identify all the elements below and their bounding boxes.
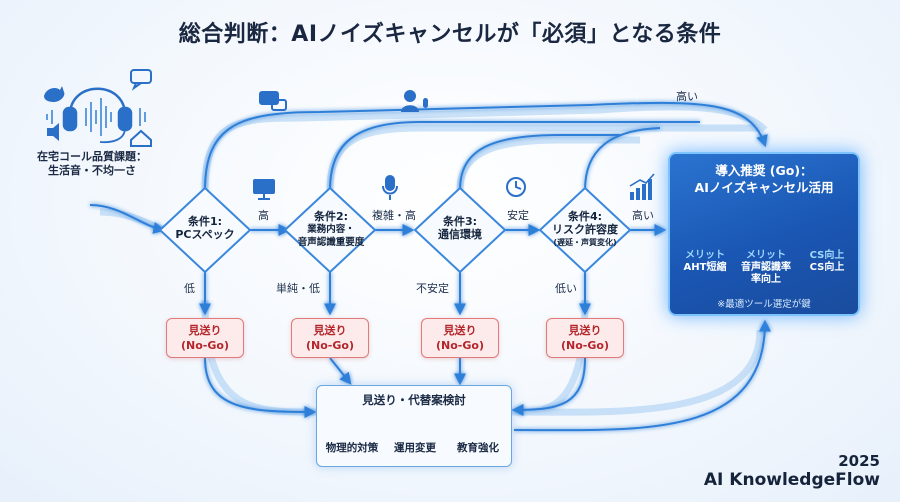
dog-icon bbox=[44, 86, 65, 102]
edge-label-c3-no: 不安定 bbox=[416, 282, 449, 295]
speaker-icon bbox=[47, 123, 59, 141]
bar-chart-icon bbox=[629, 173, 655, 200]
condition-3-label: 条件3: 通信環境 bbox=[438, 215, 482, 241]
condition-1-label: 条件1: PCスペック bbox=[175, 215, 235, 241]
diamond-3 bbox=[413, 186, 507, 274]
home-icon bbox=[130, 129, 152, 147]
go-item-cs: CS向上 CS向上 bbox=[809, 250, 845, 273]
headset-illustration bbox=[46, 87, 146, 144]
flow-arrows bbox=[89, 101, 771, 432]
agent-mic-icon bbox=[401, 90, 428, 112]
go-recommendation-box: 導入推奨 (Go)： AIノイズキャンセル活用 メリット AHT短縮 メリット … bbox=[668, 152, 860, 316]
alt-item-operation: 運用変更 bbox=[394, 442, 436, 454]
go-item-aht: メリット AHT短縮 bbox=[683, 250, 727, 273]
nogo-box-4: 見送り(No-Go) bbox=[546, 318, 624, 358]
diamond-1 bbox=[158, 186, 252, 274]
go-item-speech-recognition: メリット 音声認識率 率向上 bbox=[741, 250, 791, 285]
nogo-box-2: 見送り(No-Go) bbox=[291, 318, 369, 358]
go-title: 導入推奨 (Go)： AIノイズキャンセル活用 bbox=[694, 163, 834, 195]
diamond-2 bbox=[283, 186, 377, 274]
condition-2-label: 条件2: 業務内容・ 音声認識重要度 bbox=[297, 210, 365, 248]
edge-label-top: 高い bbox=[676, 90, 698, 103]
alternatives-title: 見送り・代替案検討 bbox=[362, 393, 466, 407]
nogo-box-3: 見送り(No-Go) bbox=[421, 318, 499, 358]
edge-label-c1-no: 低 bbox=[184, 282, 195, 295]
monitor-icon bbox=[253, 179, 275, 200]
alternatives-box: 見送り・代替案検討 物理的対策 運用変更 教育強化 bbox=[316, 385, 512, 467]
go-note: ※最適ツール選定が鍵 bbox=[717, 299, 811, 310]
condition-4-label: 条件4: リスク許容度 (遅延・声質変化) bbox=[552, 210, 618, 247]
start-problem-label: 在宅コール品質課題： 生活音・不均一さ bbox=[37, 150, 147, 177]
footer-year: 2025 bbox=[838, 452, 880, 470]
alt-item-physical: 物理的対策 bbox=[325, 442, 379, 454]
edge-label-c2-yes: 複雑・高 bbox=[372, 209, 416, 222]
alt-item-education: 教育強化 bbox=[457, 442, 499, 454]
edge-label-c2-no: 単純・低 bbox=[276, 282, 320, 295]
diamond-4 bbox=[538, 186, 632, 274]
footer-brand: AI KnowledgeFlow bbox=[703, 470, 880, 490]
edge-label-c3-yes: 安定 bbox=[507, 209, 529, 222]
edge-label-c1-yes: 高 bbox=[258, 209, 269, 222]
nogo-box-1: 見送り(No-Go) bbox=[166, 318, 244, 358]
clock-icon bbox=[506, 177, 526, 197]
chat-icon-top bbox=[259, 91, 287, 111]
edge-label-c4-no: 低い bbox=[555, 282, 577, 295]
footer-branding: 2025 AI KnowledgeFlow bbox=[704, 452, 880, 490]
chat-bubble-icon bbox=[130, 69, 152, 91]
condition-diamonds bbox=[158, 186, 632, 274]
microphone-icon bbox=[382, 175, 398, 200]
edge-label-c4-yes: 高い bbox=[632, 209, 654, 222]
diagram-title: 総合判断：AIノイズキャンセルが「必須」となる条件 bbox=[178, 22, 722, 47]
